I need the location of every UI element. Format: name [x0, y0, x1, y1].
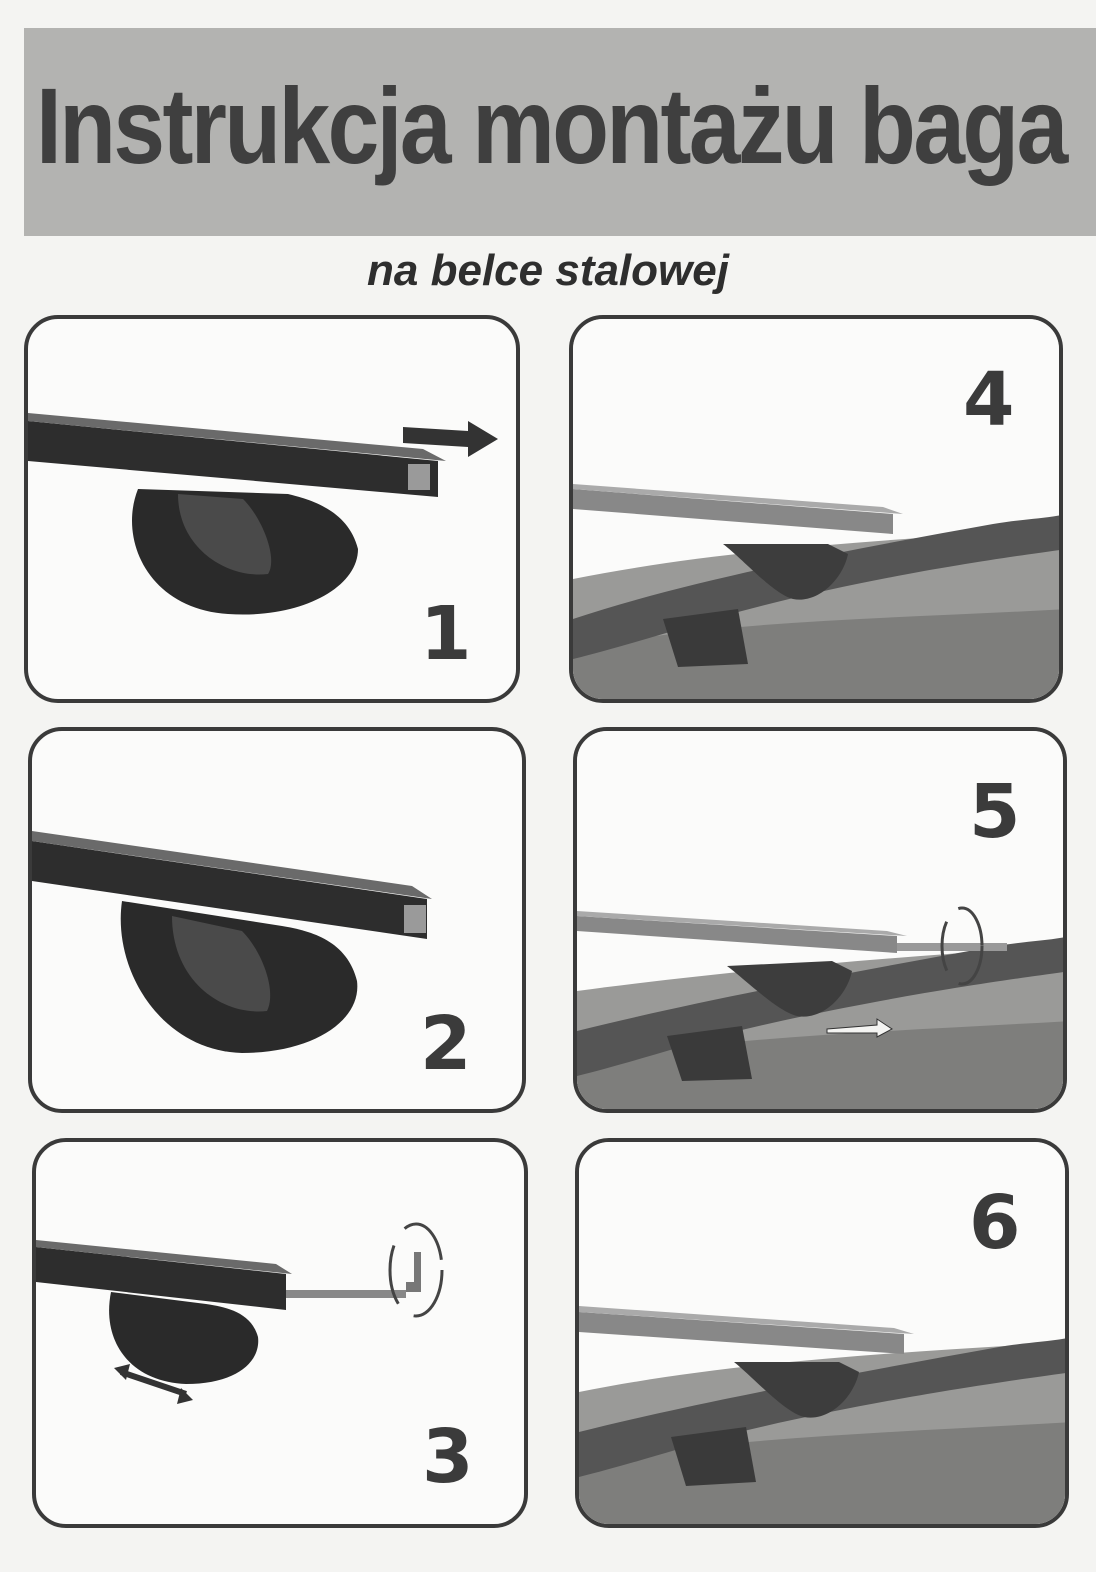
step-number: 2 [420, 1001, 472, 1087]
page-subtitle: na belce stalowej [367, 246, 729, 295]
step-2-illustration [32, 831, 432, 1053]
page-title: Instrukcja montażu baga [36, 65, 1068, 186]
step-4-panel: 4 [569, 315, 1063, 703]
step-3-illustration [36, 1222, 444, 1404]
step-6-photo [579, 1142, 1065, 1524]
step-2-panel: 2 [28, 727, 526, 1113]
title-banner: Instrukcja montażu baga [24, 28, 1096, 236]
step-number: 6 [969, 1180, 1021, 1266]
step-4-photo [573, 319, 1059, 699]
step-6-panel: 6 [575, 1138, 1069, 1528]
step-5-panel: 5 [573, 727, 1067, 1113]
step-number: 5 [969, 769, 1021, 855]
step-3-panel: 3 [32, 1138, 528, 1528]
step-number: 4 [963, 357, 1015, 443]
step-1-panel: 1 [24, 315, 520, 703]
step-1-illustration [28, 413, 498, 615]
step-number: 1 [420, 591, 472, 677]
step-number: 3 [422, 1414, 474, 1500]
step-5-photo [577, 731, 1063, 1109]
